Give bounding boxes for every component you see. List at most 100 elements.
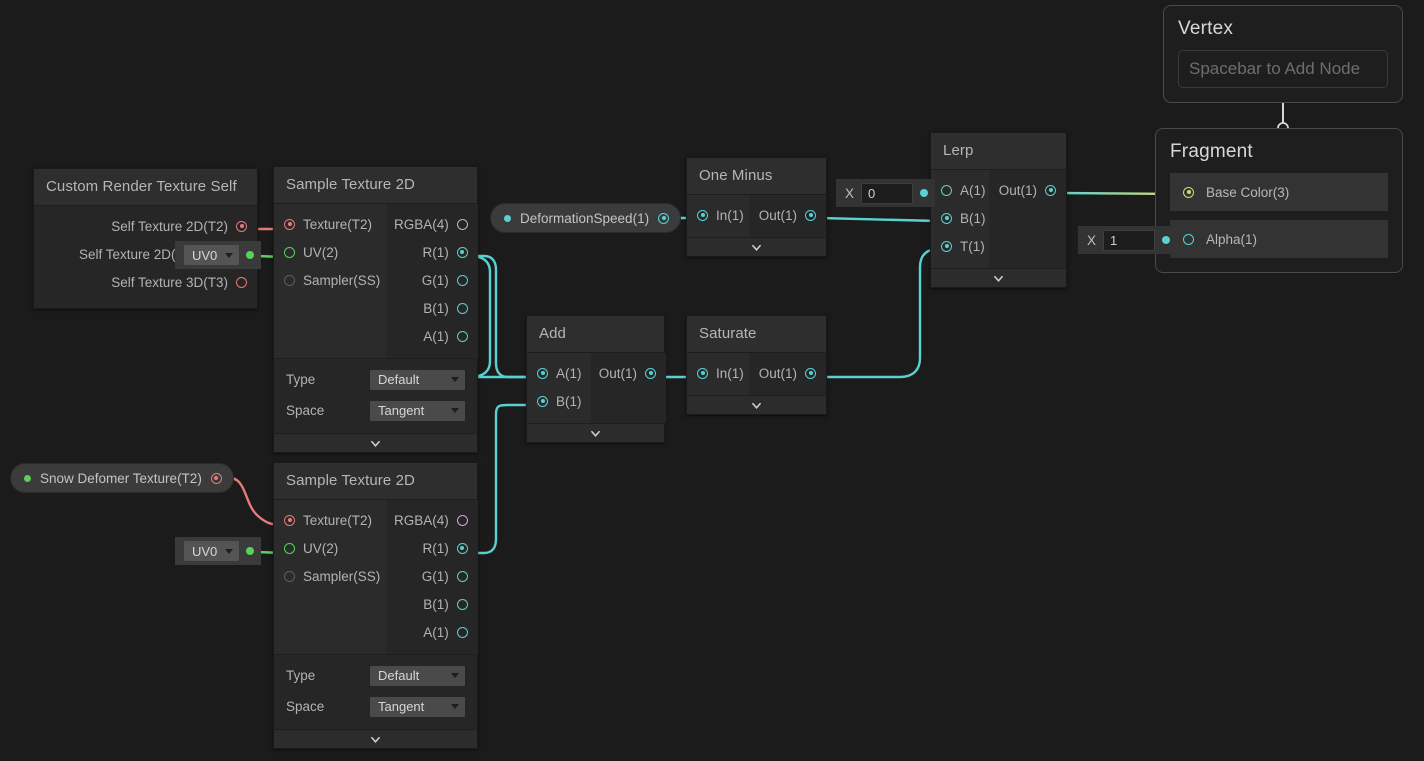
port-a-out[interactable]: A(1)	[386, 618, 478, 646]
port-dot-teal-icon[interactable]	[941, 212, 952, 224]
port-dot-green-icon[interactable]	[284, 246, 295, 258]
port-rgba-out[interactable]: RGBA(4)	[386, 210, 478, 238]
property-snow-deformer-texture[interactable]: Snow Defomer Texture(T2)	[10, 463, 234, 493]
node-custom-render-texture-self[interactable]: Custom Render Texture Self Self Texture …	[33, 168, 258, 309]
float-output-dot-icon[interactable]	[1162, 236, 1171, 244]
float-output-dot-icon[interactable]	[920, 189, 929, 197]
port-b-in[interactable]: B(1)	[527, 387, 591, 415]
port-self-texture-2d[interactable]: Self Texture 2D(T2)	[34, 212, 257, 240]
float-input-field[interactable]: 1	[1103, 229, 1156, 251]
setting-type[interactable]: Type Default	[286, 367, 465, 392]
uv-output-dot-icon[interactable]	[246, 547, 255, 555]
port-dot-teal-icon[interactable]	[456, 598, 468, 610]
node-lerp[interactable]: Lerp A(1) B(1) T(1) Out(1)	[930, 132, 1067, 288]
setting-type[interactable]: Type Default	[286, 663, 465, 688]
collapse-toggle[interactable]	[274, 433, 477, 452]
node-add[interactable]: Add A(1) B(1) Out(1)	[526, 315, 666, 443]
port-dot-green-icon[interactable]	[284, 542, 295, 554]
port-dot-red-icon[interactable]	[210, 472, 222, 484]
port-dot-teal-icon[interactable]	[456, 330, 468, 342]
port-g-out[interactable]: G(1)	[386, 266, 478, 294]
type-dropdown[interactable]: Default	[370, 369, 465, 390]
port-dot-teal-icon[interactable]	[456, 302, 468, 314]
float-widget-alpha[interactable]: X 1	[1078, 226, 1178, 254]
port-dot-red-icon[interactable]	[236, 276, 247, 288]
port-sampler-in[interactable]: Sampler(SS)	[274, 562, 386, 590]
port-out[interactable]: Out(1)	[749, 359, 826, 387]
node-one-minus[interactable]: One Minus In(1) Out(1)	[686, 157, 827, 257]
port-out[interactable]: Out(1)	[591, 359, 666, 387]
uv-dropdown-top[interactable]: UV0	[184, 245, 240, 265]
port-dot-teal-icon[interactable]	[941, 184, 952, 196]
port-dot-teal-icon[interactable]	[697, 367, 708, 379]
uv-dropdown-bottom[interactable]: UV0	[184, 541, 240, 561]
port-in[interactable]: In(1)	[687, 359, 749, 387]
port-dot-teal-icon[interactable]	[1045, 184, 1056, 196]
port-out[interactable]: Out(1)	[749, 201, 826, 229]
port-uv-in[interactable]: UV(2)	[274, 238, 386, 266]
port-dot-pink-icon[interactable]	[456, 514, 468, 526]
port-dot-teal-icon[interactable]	[456, 246, 468, 258]
port-texture-in[interactable]: Texture(T2)	[274, 210, 386, 238]
port-a-in[interactable]: A(1)	[931, 176, 989, 204]
port-dot-teal-icon[interactable]	[456, 274, 468, 286]
collapse-toggle[interactable]	[931, 268, 1066, 287]
port-r-out[interactable]: R(1)	[386, 534, 478, 562]
port-dot-teal-icon[interactable]	[805, 209, 816, 221]
port-dot-red-icon[interactable]	[284, 514, 295, 526]
space-dropdown[interactable]: Tangent	[370, 400, 465, 421]
setting-space[interactable]: Space Tangent	[286, 398, 465, 423]
node-sample-texture-2d-bottom[interactable]: Sample Texture 2D Texture(T2) UV(2) Samp…	[273, 462, 478, 749]
port-dot-teal-icon[interactable]	[456, 542, 468, 554]
block-alpha[interactable]: Alpha(1)	[1170, 220, 1388, 258]
port-dot-red-icon[interactable]	[236, 220, 247, 232]
collapse-toggle[interactable]	[527, 423, 664, 442]
block-base-color[interactable]: Base Color(3)	[1170, 173, 1388, 211]
port-a-out[interactable]: A(1)	[386, 322, 478, 350]
property-deformation-speed[interactable]: DeformationSpeed(1)	[490, 203, 682, 233]
uv-output-dot-icon[interactable]	[246, 251, 255, 259]
port-in[interactable]: In(1)	[687, 201, 749, 229]
port-t-in[interactable]: T(1)	[931, 232, 989, 260]
port-dot-red-icon[interactable]	[284, 218, 295, 230]
port-dot-teal-icon[interactable]	[805, 367, 816, 379]
port-dot-grey-icon[interactable]	[284, 274, 295, 286]
space-dropdown[interactable]: Tangent	[370, 696, 465, 717]
port-out[interactable]: Out(1)	[989, 176, 1066, 204]
port-dot-teal-icon[interactable]	[645, 367, 656, 379]
port-rgba-out[interactable]: RGBA(4)	[386, 506, 478, 534]
port-dot-teal-icon[interactable]	[697, 209, 708, 221]
port-g-out[interactable]: G(1)	[386, 562, 478, 590]
port-dot-teal-icon[interactable]	[941, 240, 952, 252]
setting-space[interactable]: Space Tangent	[286, 694, 465, 719]
port-dot-teal-icon[interactable]	[456, 626, 468, 638]
master-stack-fragment[interactable]: Fragment Base Color(3) Alpha(1)	[1155, 128, 1403, 273]
port-dot-teal-icon[interactable]	[1183, 233, 1194, 245]
port-sampler-in[interactable]: Sampler(SS)	[274, 266, 386, 294]
collapse-toggle[interactable]	[687, 237, 826, 256]
port-uv-in[interactable]: UV(2)	[274, 534, 386, 562]
port-dot-teal-icon[interactable]	[456, 570, 468, 582]
float-widget-lerp-a[interactable]: X 0	[836, 179, 936, 207]
uv-widget-top[interactable]: UV0	[175, 241, 262, 269]
vertex-add-node-hint[interactable]: Spacebar to Add Node	[1178, 50, 1388, 88]
port-a-in[interactable]: A(1)	[527, 359, 591, 387]
node-saturate[interactable]: Saturate In(1) Out(1)	[686, 315, 827, 415]
master-stack-vertex[interactable]: Vertex Spacebar to Add Node	[1163, 5, 1403, 103]
port-dot-teal-icon[interactable]	[537, 395, 548, 407]
port-dot-teal-icon[interactable]	[658, 212, 670, 224]
port-dot-yellow-icon[interactable]	[1183, 186, 1194, 198]
port-r-out[interactable]: R(1)	[386, 238, 478, 266]
collapse-toggle[interactable]	[687, 395, 826, 414]
port-texture-in[interactable]: Texture(T2)	[274, 506, 386, 534]
type-dropdown[interactable]: Default	[370, 665, 465, 686]
port-dot-pink-icon[interactable]	[456, 218, 468, 230]
port-b-out[interactable]: B(1)	[386, 590, 478, 618]
collapse-toggle[interactable]	[274, 729, 477, 748]
port-dot-teal-icon[interactable]	[537, 367, 548, 379]
uv-widget-bottom[interactable]: UV0	[175, 537, 262, 565]
node-sample-texture-2d-top[interactable]: Sample Texture 2D Texture(T2) UV(2) Samp…	[273, 166, 478, 453]
float-input-field[interactable]: 0	[861, 182, 914, 204]
port-b-out[interactable]: B(1)	[386, 294, 478, 322]
